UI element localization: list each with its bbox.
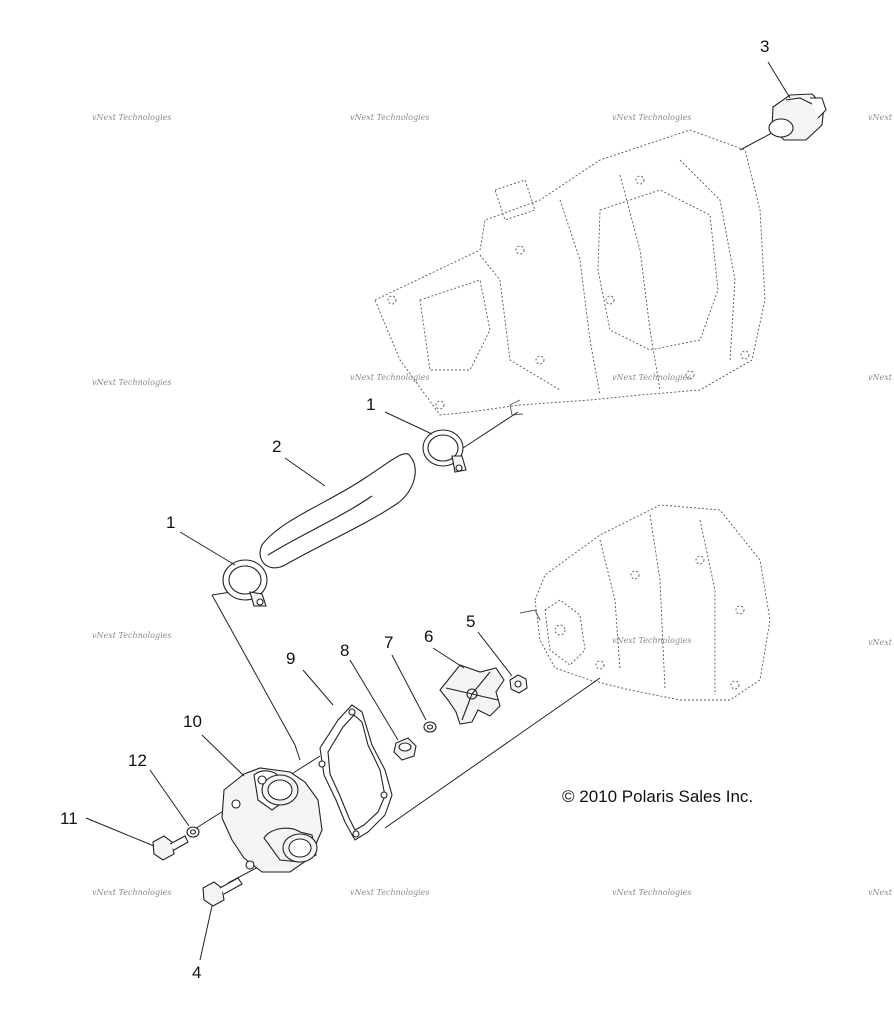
watermark: vNext Technologies bbox=[92, 631, 171, 640]
part-9-gasket bbox=[302, 669, 393, 841]
part-1-clamp-lower bbox=[179, 531, 268, 607]
watermark: vNext Technologies bbox=[350, 113, 429, 122]
part-6-impeller bbox=[432, 647, 505, 725]
watermark: vNext Technologies bbox=[92, 888, 171, 897]
part-7-washer bbox=[391, 654, 437, 733]
watermark: vNext Technologies bbox=[350, 373, 429, 382]
watermark: vNext Technologies bbox=[868, 113, 894, 122]
cylinder-head-ghost bbox=[374, 129, 766, 416]
callout-3: 3 bbox=[760, 37, 769, 56]
part-1-clamp-upper bbox=[384, 411, 467, 473]
callout-2: 2 bbox=[272, 437, 281, 456]
part-5-nut bbox=[477, 631, 528, 694]
callout-1-lower: 1 bbox=[166, 513, 175, 532]
watermark: vNext Technologies bbox=[612, 373, 691, 382]
callout-1-upper: 1 bbox=[366, 395, 375, 414]
part-10-pump-cover bbox=[201, 734, 323, 873]
watermark: vNext Technologies bbox=[868, 638, 894, 647]
callout-8: 8 bbox=[340, 641, 349, 660]
watermark: vNext Technologies bbox=[612, 888, 691, 897]
crankcase-ghost bbox=[519, 504, 771, 701]
callout-labels: 3 1 2 1 5 6 7 8 9 10 12 11 4 bbox=[60, 37, 769, 982]
callout-9: 9 bbox=[286, 649, 295, 668]
watermark: vNext Technologies bbox=[612, 636, 691, 645]
part-12-washer bbox=[149, 769, 200, 838]
part-11-bolt bbox=[85, 817, 189, 861]
callout-4: 4 bbox=[192, 963, 201, 982]
watermark: vNext Technologies bbox=[612, 113, 691, 122]
callout-12: 12 bbox=[128, 751, 147, 770]
watermarks: vNext Technologies vNext Technologies vN… bbox=[92, 113, 894, 897]
callout-6: 6 bbox=[424, 627, 433, 646]
assembly-lines bbox=[189, 117, 801, 884]
watermark: vNext Technologies bbox=[350, 888, 429, 897]
watermark: vNext Technologies bbox=[868, 888, 894, 897]
callout-7: 7 bbox=[384, 633, 393, 652]
part-4-bolt bbox=[199, 877, 243, 961]
part-8-seal bbox=[349, 659, 417, 761]
part-2-hose bbox=[259, 453, 416, 569]
callout-11: 11 bbox=[60, 809, 78, 828]
watermark: vNext Technologies bbox=[92, 113, 171, 122]
watermark: vNext Technologies bbox=[92, 378, 171, 387]
copyright-text: © 2010 Polaris Sales Inc. bbox=[562, 787, 753, 806]
callout-5: 5 bbox=[466, 612, 475, 631]
callout-10: 10 bbox=[183, 712, 202, 731]
part-3-fitting bbox=[767, 61, 827, 141]
watermark: vNext Technologies bbox=[868, 373, 894, 382]
